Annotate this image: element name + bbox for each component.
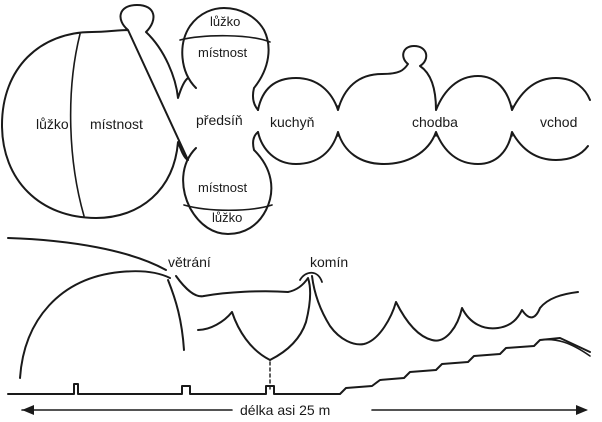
label-mistnost-bottom: místnost (198, 180, 248, 195)
vent-cone (167, 275, 205, 351)
main-chamber-outline (1, 4, 189, 219)
floor-line (7, 337, 591, 395)
label-vetrani: větrání (168, 254, 211, 270)
label-komin: komín (310, 254, 349, 270)
label-mistnost-big: místnost (90, 116, 143, 132)
label-chodba: chodba (412, 114, 458, 130)
label-mistnost-top: místnost (198, 45, 248, 60)
section-view (7, 237, 591, 395)
label-lozko-big: lůžko (36, 116, 69, 132)
label-lozko-bottom: lůžko (212, 210, 243, 225)
top-room-divider (179, 34, 271, 43)
chimney (299, 271, 323, 283)
label-predsin: předsíň (196, 112, 243, 128)
bottom-room-outline (182, 131, 273, 235)
plan-view (1, 4, 591, 235)
label-vchod: vchod (540, 114, 578, 130)
tunnel-ceiling (197, 275, 579, 361)
tunnel-lower-edge (257, 131, 589, 165)
bottom-room-divider (183, 204, 273, 212)
label-lozko-top: lůžko (210, 14, 241, 29)
scale-arrow (21, 405, 588, 415)
main-chamber-divider (69, 33, 85, 217)
top-room-outline (181, 7, 270, 111)
snow-surface-line (7, 237, 167, 271)
label-kuchyn: kuchyň (270, 114, 315, 130)
scale-label: délka asi 25 m (240, 402, 331, 418)
tunnel-upper-edge (257, 45, 591, 111)
dome-outline (19, 270, 171, 379)
